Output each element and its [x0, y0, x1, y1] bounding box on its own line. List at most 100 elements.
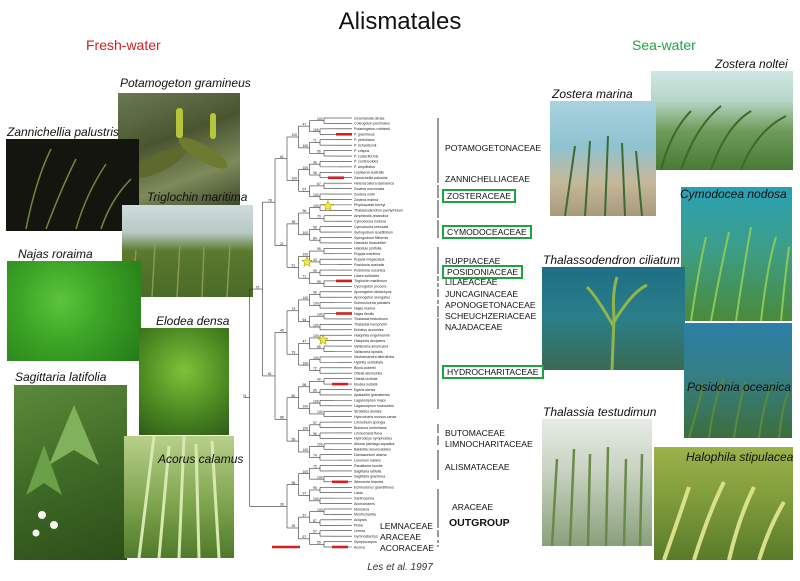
bootstrap-value: 51 — [292, 264, 296, 268]
bootstrap-value: 100 — [313, 204, 319, 208]
taxon-label: Xanthosoma — [354, 496, 374, 500]
bootstrap-value: 100 — [303, 470, 309, 474]
bootstrap-value: 100 — [313, 193, 319, 197]
taxon-label: Pistia — [354, 524, 363, 528]
bootstrap-value: 57 — [303, 513, 307, 517]
bootstrap-value: 100 — [303, 253, 309, 257]
taxon-label: Enhalus acoroides — [354, 328, 384, 332]
bootstrap-value: 95 — [317, 247, 321, 251]
family-label: LILAEACEAE — [445, 277, 498, 287]
family-label: RUPPIACEAE — [445, 256, 501, 266]
caption-zostera-noltei: Zostera noltei — [715, 57, 788, 71]
photo-najas-roraima — [7, 261, 141, 361]
photo-thalassia-testudimun — [542, 419, 652, 546]
taxon-label: Sagittaria latifolia — [354, 469, 381, 473]
bootstrap-value: 100 — [303, 405, 309, 409]
caption-thalassia-testudimun: Thalassia testudimun — [543, 405, 657, 419]
taxon-label: Cycnogeton procera — [354, 285, 386, 289]
caption-sagittaria-latifolia: Sagittaria latifolia — [15, 370, 107, 384]
family-label-highlighted: POSIDONIACEAE — [442, 265, 524, 279]
family-label: ALISMATACEAE — [445, 462, 510, 472]
taxon-label: Elodea nuttallii — [354, 382, 378, 386]
taxon-label: Damasonium alisma — [354, 453, 387, 457]
bootstrap-value: 100 — [303, 231, 309, 235]
taxon-label: Lilaea scilloides — [354, 274, 379, 278]
taxon-label: Ruppia maritima — [354, 252, 380, 256]
taxon-label: Egeria densa — [354, 388, 375, 392]
bootstrap-value: 64 — [303, 318, 307, 322]
taxon-label: Sagittaria graminea — [354, 475, 385, 479]
bootstrap-value: 100 — [313, 323, 319, 327]
photo-triglochin-maritima — [122, 205, 253, 297]
bootstrap-value: 96 — [303, 209, 307, 213]
taxon-label: Zostera noltii — [354, 192, 375, 196]
taxon-label: Limnobium spongia — [354, 420, 385, 424]
bootstrap-value: 81 — [268, 372, 272, 376]
bootstrap-value: 56 — [317, 149, 321, 153]
marine-origin-star — [322, 199, 334, 211]
photo-acorus-calamus — [124, 436, 234, 558]
bootstrap-value: 79 — [292, 307, 296, 311]
taxon-label: P. richardsonii — [354, 143, 377, 147]
taxon-label: Coleogeton pectinatus — [354, 122, 390, 126]
bootstrap-value: 96 — [313, 486, 317, 490]
family-label: SCHEUCHZERIACEAE — [445, 311, 537, 321]
bootstrap-value: 65 — [317, 540, 321, 544]
bootstrap-value: 40 — [317, 378, 321, 382]
taxon-label: Montrichardia — [354, 513, 376, 517]
taxon-label: Echinodorus grandiflorus — [354, 486, 394, 490]
family-label: JUNCAGINACEAE — [445, 289, 519, 299]
taxon-label: Syringodium isoetifolium — [354, 230, 393, 234]
family-label: ZANNICHELLIACEAE — [445, 174, 531, 184]
taxon-label: Hydrocharis morsus-ranae — [354, 415, 396, 419]
bootstrap-value: 55 — [317, 345, 321, 349]
bootstrap-value: 21 — [280, 242, 284, 246]
marine-origin-star — [317, 333, 329, 345]
photo-halophila-stipulacea — [654, 447, 793, 560]
taxon-label: Phyllospadix torreyi — [354, 203, 385, 207]
taxon-label: P. gramineus — [354, 133, 375, 137]
bootstrap-value: 47 — [303, 122, 307, 126]
bootstrap-value: 72 — [313, 367, 317, 371]
family-label: LEMNACEAE — [380, 521, 434, 531]
taxon-label: Ariopsis — [354, 518, 367, 522]
taxon-label: Apalanthe granatensis — [354, 393, 390, 397]
sagittaria-illustration — [26, 405, 99, 537]
taxon-label: Stratiotes aloides — [354, 410, 382, 414]
taxon-label: Thalassodendron pachyrhizum — [354, 209, 403, 213]
bootstrap-value: 71 — [313, 139, 317, 143]
bootstrap-value: 74 — [313, 454, 317, 458]
potamogeton-illustration — [130, 108, 228, 179]
taxon-label: Potamogeton robbinsii — [354, 127, 390, 131]
taxon-label: P. zosteriformis — [354, 154, 379, 158]
caption-cymodocea-nodosa: Cymodocea nodosa — [680, 187, 787, 201]
taxon-label: Ranalisma humile — [354, 464, 383, 468]
bootstrap-value: 100 — [317, 508, 323, 512]
bootstrap-value: 67 — [317, 182, 321, 186]
citation: Les et al. 1997 — [367, 562, 433, 573]
caption-acorus-calamus: Acorus calamus — [158, 452, 244, 466]
bootstrap-value: 99 — [317, 280, 321, 284]
taxon-label: Zostera marina — [354, 198, 378, 202]
bootstrap-value: 98 — [303, 383, 307, 387]
caption-najas-roraima: Najas roraima — [18, 247, 93, 261]
taxon-label: Butomus umbellatus — [354, 426, 387, 430]
halophila-illustration — [662, 481, 786, 560]
bootstrap-value: 36 — [313, 160, 317, 164]
bootstrap-value: 56 — [292, 437, 296, 441]
taxon-label: Zannichellia palustris — [354, 176, 388, 180]
photo-potamogeton-gramineus — [118, 93, 240, 208]
bootstrap-value: 79 — [256, 285, 260, 289]
taxon-label: Lemna — [354, 529, 365, 533]
bootstrap-value: 100 — [303, 426, 309, 430]
page-title: Alismatales — [338, 8, 462, 35]
bootstrap-value: 100 — [313, 356, 319, 360]
taxon-label: P. confervoides — [354, 160, 379, 164]
taxon-label: Scheuchzeria palustris — [354, 301, 390, 305]
thalassia-illustration — [550, 446, 644, 546]
taxon-label: Lagarosiphon major — [354, 399, 387, 403]
bootstrap-value: 87 — [313, 519, 317, 523]
taxon-label: Wiesneria triandra — [354, 480, 383, 484]
bootstrap-value: 100 — [313, 128, 319, 132]
bootstrap-value: 58 — [313, 226, 317, 230]
